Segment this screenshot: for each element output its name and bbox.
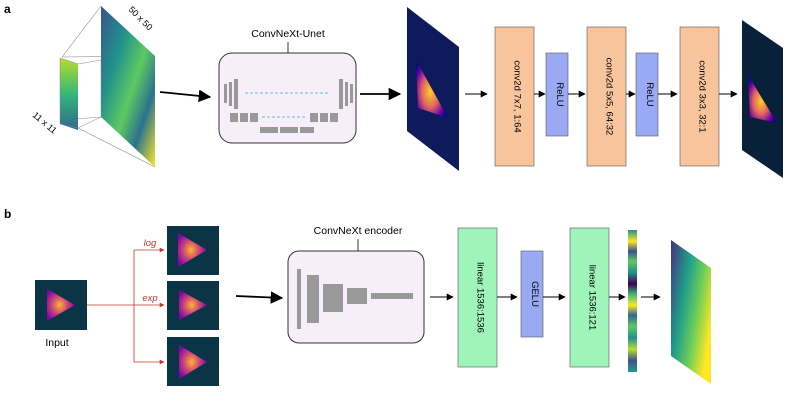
- input-image: [35, 280, 87, 330]
- relu2-label: ReLU: [644, 82, 655, 106]
- unet-output-map: [407, 7, 459, 171]
- linear1-label: linear 1536:1536: [475, 262, 486, 333]
- conv3-label: conv2d 3x3, 32:1: [697, 60, 708, 132]
- conv2-label: conv2d 5x5, 64:32: [604, 58, 615, 136]
- arrow-to-encoder: [235, 291, 284, 304]
- relu2-block: ReLU: [635, 52, 659, 137]
- small-heatmap: [60, 58, 78, 130]
- panel-b-label: b: [4, 207, 11, 221]
- transformed-image-identity: [167, 337, 219, 386]
- large-heatmap: [101, 6, 155, 167]
- transformed-image-exp: [167, 281, 219, 330]
- linear2-label: linear 1536:121: [587, 265, 598, 331]
- output-map-a: [742, 20, 783, 178]
- arrow-to-unet: [159, 89, 212, 103]
- dim-small-label: 11 x 11: [31, 110, 59, 136]
- branch-exp-label: exp: [142, 293, 157, 304]
- relu1-label: ReLU: [554, 82, 565, 106]
- transformed-image-log: [167, 226, 219, 275]
- branch-log-label: log: [144, 238, 157, 249]
- linear2-block: linear 1536:121: [569, 227, 610, 368]
- conv1-block: conv2d 7x7, 1:64: [494, 26, 535, 167]
- output-vector-strip: [628, 230, 637, 372]
- conv2-block: conv2d 5x5, 64:32: [586, 26, 627, 167]
- dim-large-label: 50 x 50: [127, 4, 155, 32]
- panel-a-label: a: [4, 2, 11, 16]
- output-map-b: [671, 240, 711, 384]
- gelu-label: GELU: [529, 281, 540, 307]
- input-map-stack: [59, 5, 156, 168]
- relu1-block: ReLU: [545, 52, 569, 137]
- conv3-block: conv2d 3x3, 32:1: [679, 26, 720, 167]
- input-label: Input: [45, 337, 68, 349]
- gelu-block: GELU: [520, 250, 544, 338]
- encoder-title: ConvNeXt encoder: [314, 225, 403, 237]
- branch-lines: [87, 247, 165, 365]
- encoder-block: [287, 250, 425, 344]
- linear1-block: linear 1536:1536: [457, 227, 498, 368]
- conv1-label: conv2d 7x7, 1:64: [512, 60, 523, 132]
- unet-block: [218, 52, 357, 144]
- unet-title: ConvNeXt-Unet: [251, 28, 325, 40]
